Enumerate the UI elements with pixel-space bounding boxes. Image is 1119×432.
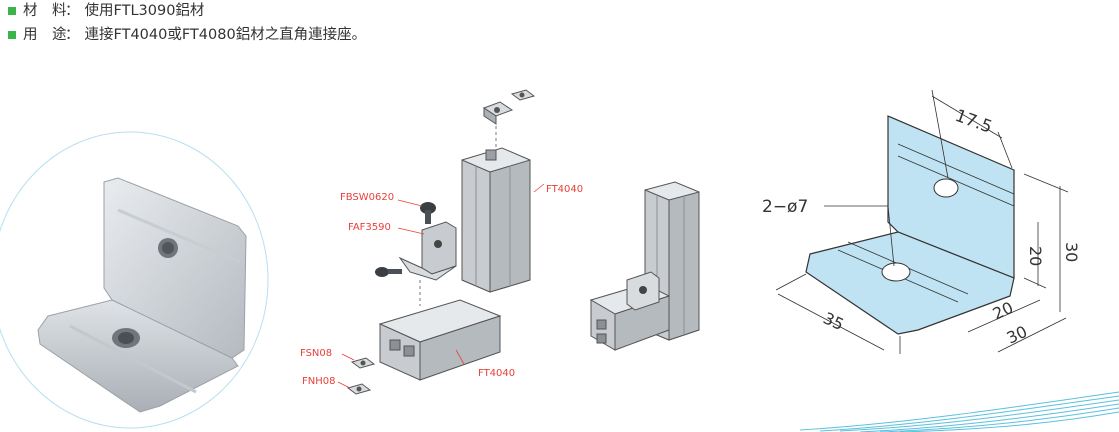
spec-label-material: 材 料 — [23, 3, 67, 19]
nut-fnh — [346, 383, 372, 395]
colon: ： — [65, 27, 80, 43]
bullet-icon — [8, 31, 16, 39]
label-fnh: FNH08 — [302, 376, 335, 387]
screw-2 — [375, 267, 402, 277]
label-ft-bottom: FT4040 — [478, 368, 515, 379]
colon: ： — [65, 3, 80, 19]
bullet-icon — [8, 7, 16, 15]
dim-30-horizontal: 30 — [1004, 322, 1030, 348]
screw-fbsw — [420, 202, 436, 224]
label-fsn: FSN08 — [300, 348, 332, 359]
spec-usage: 用 途 ： 連接FT4040或FT4080鋁材之直角連接座。 — [8, 26, 366, 44]
dimension-drawing: 2−ø7 17.5 20 30 35 20 30 — [762, 89, 1081, 354]
label-ft-top: FT4040 — [546, 184, 583, 195]
nut-fsn — [350, 357, 376, 369]
horizontal-profile — [378, 299, 502, 381]
label-fbsw: FBSW0620 — [340, 192, 394, 203]
spec-value-material: 使用FTL3090鋁材 — [84, 3, 205, 19]
spec-value-usage: 連接FT4040或FT4080鋁材之直角連接座。 — [84, 27, 367, 43]
assembled-view — [589, 181, 700, 351]
exploded-assembly: FBSW0620 FAF3590 FT4040 FSN08 FNH08 FT40… — [300, 89, 583, 395]
dim-17-5: 17.5 — [952, 106, 994, 138]
decorative-swoosh — [799, 391, 1119, 432]
dim-holes: 2−ø7 — [762, 197, 808, 217]
dim-35: 35 — [820, 308, 846, 334]
vertical-profile — [461, 147, 531, 293]
dim-30-vertical: 30 — [1062, 242, 1081, 262]
spec-label-usage: 用 途 — [23, 27, 67, 43]
spec-material: 材 料 ： 使用FTL3090鋁材 — [8, 2, 204, 20]
dim-20-vertical: 20 — [1026, 246, 1045, 266]
top-nut — [482, 89, 536, 150]
label-faf: FAF3590 — [348, 222, 391, 233]
bracket-faf — [398, 221, 457, 281]
product-photo — [0, 131, 269, 429]
